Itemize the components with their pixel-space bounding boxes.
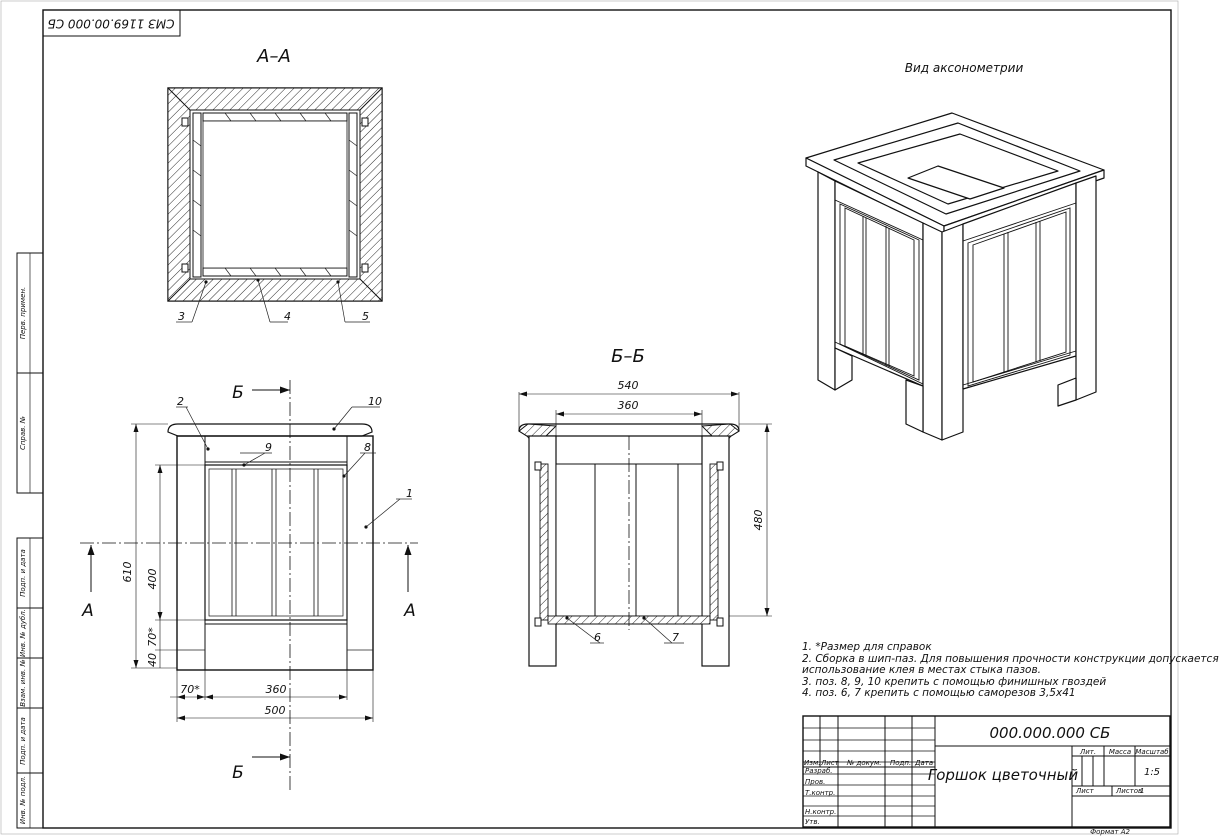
tb-format: Формат А2	[1090, 828, 1130, 836]
tb-mass-label: Масса	[1109, 748, 1131, 756]
tb-row-prov: Пров.	[805, 778, 825, 786]
side-label-podl: Инв. № подл.	[19, 776, 27, 824]
tb-sheets-label: Листов	[1115, 787, 1142, 795]
callout-8: 8	[364, 441, 371, 454]
note-1: 1. *Размер для справок	[802, 641, 932, 653]
notes-block: 1. *Размер для справок 2. Сборка в шип-п…	[802, 641, 1219, 700]
tb-scale-value: 1:5	[1144, 767, 1160, 778]
callout-1: 1	[406, 487, 413, 500]
section-mark-b-top: Б	[232, 383, 244, 403]
side-label-sprav: Справ. №	[19, 416, 27, 450]
code-stamp: СМЗ 1169.00.000 СБ	[42, 9, 181, 37]
section-mark-a-left: А	[81, 601, 94, 621]
tb-row-razrab: Разраб.	[805, 767, 833, 775]
title-block: Изм. Лист № докум. Подп. Дата Разраб. Пр…	[802, 715, 1171, 836]
tb-col-doc: № докум.	[846, 759, 882, 767]
tb-sheet-label: Лист	[1075, 787, 1095, 795]
dim-500: 500	[265, 704, 286, 717]
dim-610: 610	[121, 562, 134, 583]
side-label-dubl: Инв. № дубл.	[19, 609, 27, 657]
note-3: 3. поз. 8, 9, 10 крепить с помощью финиш…	[802, 675, 1107, 688]
dim-40: 40	[146, 653, 159, 667]
dim-360-section: 360	[618, 399, 639, 412]
tb-col-izm: Изм.	[804, 759, 820, 767]
callout-10: 10	[368, 395, 382, 408]
callout-3: 3	[178, 310, 185, 323]
note-2b: использование клея в местах стыка пазов.	[802, 664, 1041, 676]
tb-name: Горшок цветочный	[928, 766, 1078, 784]
tb-scale-label: Масштаб	[1135, 748, 1169, 756]
dim-360-front: 360	[266, 683, 287, 696]
side-label-podp2: Подп. и дата	[19, 717, 27, 765]
tb-col-list: Лист	[820, 759, 840, 767]
tb-col-date: Дата	[914, 759, 933, 767]
code-stamp-text: СМЗ 1169.00.000 СБ	[47, 17, 174, 31]
tb-designation: 000.000.000 СБ	[990, 724, 1111, 742]
tb-row-nkontr: Н.контр.	[805, 808, 836, 816]
section-aa-view: А–А 3	[167, 46, 383, 323]
drawing-sheet: СМЗ 1169.00.000 СБ Перв. примен. Справ. …	[0, 0, 1179, 836]
dim-540: 540	[618, 379, 639, 392]
note-2: 2. Сборка в шип-паз. Для повышения прочн…	[802, 652, 1219, 665]
callout-7: 7	[672, 631, 679, 644]
tb-sheets-value: 1	[1140, 787, 1144, 795]
axonometric-title: Вид аксонометрии	[905, 61, 1024, 75]
tb-lit-label: Лит.	[1079, 748, 1096, 756]
front-view: Б Б А А 2 10 9 8 1	[80, 380, 418, 790]
dim-400: 400	[146, 569, 159, 590]
tb-row-tkontr: Т.контр.	[805, 789, 835, 797]
tb-col-podp: Подп.	[890, 759, 911, 767]
section-mark-a-right: А	[403, 601, 416, 621]
dim-70-star: 70*	[146, 627, 159, 647]
callout-4: 4	[284, 310, 291, 323]
dim-480: 480	[752, 510, 765, 531]
side-stamp: Перв. примен. Справ. № Подп. и дата Инв.…	[16, 252, 44, 829]
section-bb-view: Б–Б	[518, 346, 772, 667]
side-label-vzam: Взам. инв. №	[19, 659, 27, 707]
callout-9: 9	[265, 441, 272, 454]
note-4: 4. поз. 6, 7 крепить с помощью саморезов…	[802, 687, 1076, 699]
section-aa-title: А–А	[256, 46, 291, 67]
axonometric-view: Вид аксонометрии	[805, 61, 1105, 441]
tb-row-utv: Утв.	[805, 818, 820, 826]
side-label-podp1: Подп. и дата	[19, 549, 27, 597]
callout-2: 2	[177, 395, 184, 408]
dim-foot-70: 70*	[180, 683, 200, 696]
side-label-perv: Перв. примен.	[19, 287, 27, 340]
section-mark-b-bottom: Б	[232, 763, 244, 783]
section-bb-title: Б–Б	[611, 346, 645, 367]
callout-5: 5	[362, 310, 369, 323]
callout-6: 6	[594, 631, 601, 644]
